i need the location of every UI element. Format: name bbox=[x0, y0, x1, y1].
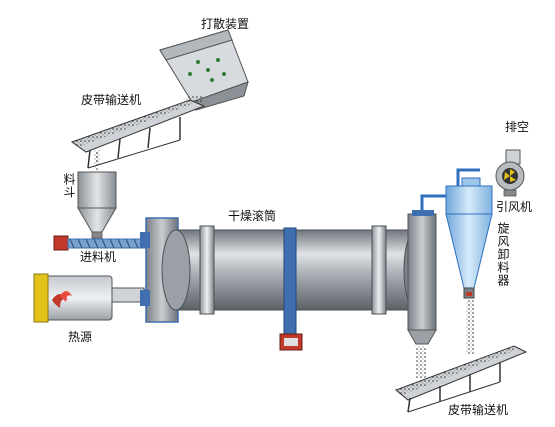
label-feeder: 进料机 bbox=[80, 250, 117, 264]
label-cyclone: 旋风卸料器 bbox=[496, 222, 510, 287]
cyclone-separator bbox=[445, 177, 493, 299]
hopper bbox=[77, 171, 117, 239]
label-hopper: 料斗 bbox=[62, 173, 76, 199]
belt-conveyor-bottom bbox=[395, 345, 528, 413]
label-heat-source: 热源 bbox=[68, 330, 93, 344]
label-exhaust: 排空 bbox=[505, 120, 530, 134]
heat-source bbox=[33, 273, 145, 323]
scatter-device bbox=[159, 29, 249, 111]
belt-conveyor-top bbox=[70, 99, 206, 169]
screw-feeder bbox=[53, 235, 147, 251]
label-belt-conveyor-bottom: 皮带输送机 bbox=[448, 403, 509, 417]
label-induced-fan: 引风机 bbox=[496, 200, 533, 214]
label-dryer-drum: 干燥滚筒 bbox=[228, 209, 277, 223]
material-stream bbox=[95, 152, 474, 378]
drum-outlet bbox=[407, 210, 437, 345]
dryer-drum bbox=[161, 225, 429, 351]
label-belt-conveyor-top: 皮带输送机 bbox=[81, 93, 142, 107]
label-scatter-device: 打散装置 bbox=[201, 17, 250, 31]
induced-fan bbox=[495, 149, 525, 197]
